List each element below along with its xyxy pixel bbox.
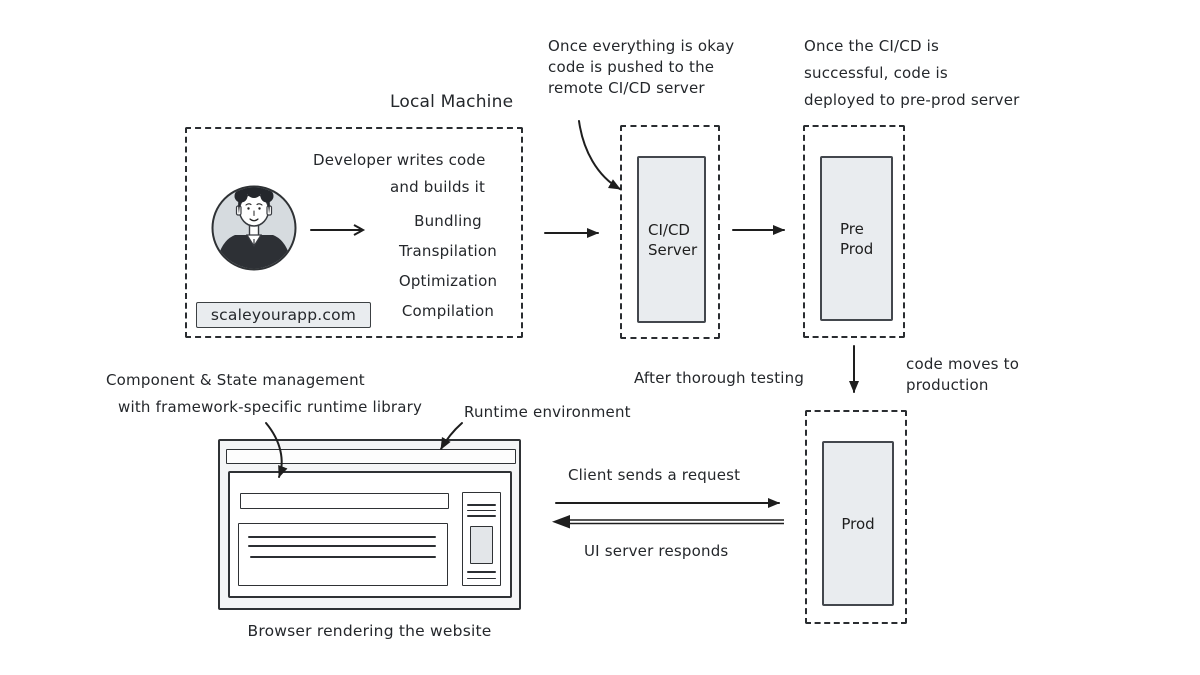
prod-server-label: Prod <box>841 514 875 533</box>
sidebar-line <box>467 577 496 579</box>
developer-writes-label: Developer writes code <box>313 151 486 169</box>
deploy-note: Once the CI/CD is successful, code is de… <box>804 37 1020 109</box>
build-step: Compilation <box>401 302 495 320</box>
prod-server-box: Prod <box>822 441 894 606</box>
push-note: Once everything is okay code is pushed t… <box>548 37 735 97</box>
developer-avatar-icon <box>211 185 297 271</box>
browser-text-line <box>248 536 436 538</box>
browser-header-bar <box>240 493 449 509</box>
sidebar-line <box>467 571 496 573</box>
build-step: Bundling <box>414 212 482 230</box>
arrow-pushnote-to-cicd <box>578 120 621 190</box>
browser-caption: Browser rendering the website <box>247 622 492 640</box>
cicd-dashed-box <box>620 125 720 339</box>
browser-text-line <box>250 556 436 558</box>
and-builds-label: and builds it <box>390 178 486 196</box>
site-label-box: scaleyourapp.com <box>196 302 371 328</box>
component-state-label: Component & State management <box>106 371 365 389</box>
build-steps-list: Bundling Transpilation Optimization Comp… <box>383 211 513 331</box>
runtime-env-label: Runtime environment <box>464 403 631 421</box>
sidebar-line <box>467 509 496 511</box>
browser-text-line <box>248 545 436 547</box>
browser-address-bar <box>226 449 516 464</box>
site-label: scaleyourapp.com <box>210 306 357 324</box>
cicd-server-label: CI/CD Server <box>648 220 698 259</box>
sidebar-line <box>467 504 496 506</box>
local-machine-title: Local Machine <box>390 92 514 112</box>
preprod-dashed-box <box>803 125 905 338</box>
prod-dashed-box <box>805 410 907 624</box>
local-machine-box <box>185 127 523 338</box>
client-request-label: Client sends a request <box>568 466 741 484</box>
build-step: Optimization <box>398 272 498 290</box>
sidebar-line <box>467 515 496 517</box>
browser-content-box <box>238 523 448 586</box>
after-testing-label: After thorough testing <box>634 369 805 387</box>
code-moves-label: code moves to production <box>906 355 1020 394</box>
cicd-server-box: CI/CD Server <box>637 156 706 323</box>
ui-responds-label: UI server responds <box>584 542 729 560</box>
sidebar-ad-box <box>470 526 493 564</box>
build-step: Transpilation <box>398 242 498 260</box>
preprod-server-box: Pre Prod <box>820 156 893 321</box>
preprod-server-label: Pre Prod <box>840 219 874 258</box>
arrow-ui-response <box>552 515 784 529</box>
framework-runtime-label: with framework-specific runtime library <box>118 398 423 416</box>
